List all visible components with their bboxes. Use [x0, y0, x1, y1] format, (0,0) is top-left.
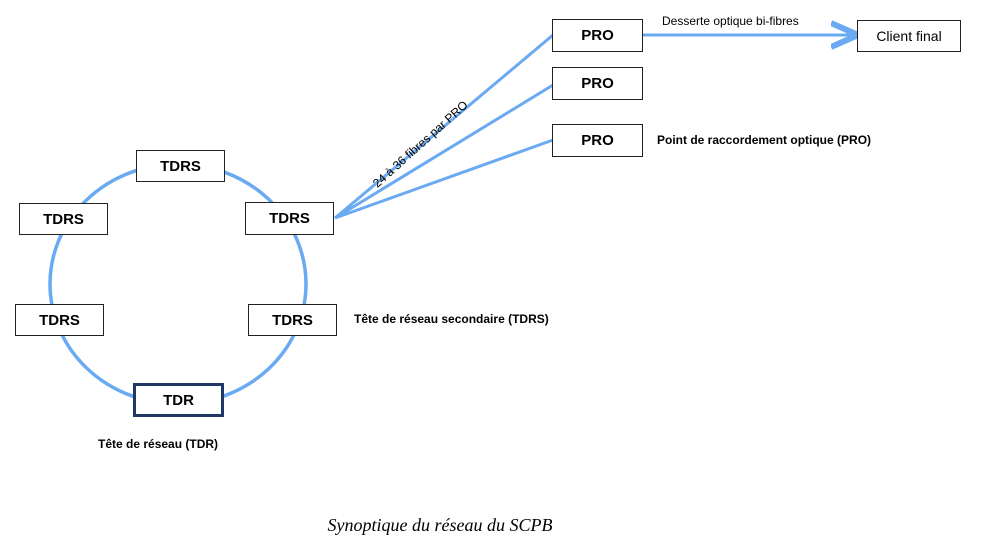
link-tdrs-pro-3 — [334, 138, 554, 220]
node-pro-3: PRO — [552, 124, 643, 157]
ring-link — [48, 162, 308, 406]
figure-caption: Synoptique du réseau du SCPB — [327, 515, 553, 535]
label-tdr-legend: Tête de réseau (TDR) — [98, 437, 219, 451]
label-desserte: Desserte optique bi-fibres — [662, 14, 799, 28]
link-tdrs-pro-2 — [334, 83, 554, 220]
node-pro-2: PRO — [552, 67, 643, 100]
label-pro-legend: Point de raccordement optique (PRO) — [657, 133, 872, 147]
node-tdrs-right-top: TDRS — [245, 202, 334, 235]
node-tdrs-left-bottom: TDRS — [15, 304, 104, 336]
label-tdrs-legend: Tête de réseau secondaire (TDRS) — [354, 312, 549, 326]
node-client-final: Client final — [857, 20, 961, 52]
node-tdrs-top: TDRS — [136, 150, 225, 182]
link-tdrs-pro-1 — [334, 33, 554, 220]
node-tdrs-left-top: TDRS — [19, 203, 108, 235]
node-tdrs-right-bottom: TDRS — [248, 304, 337, 336]
node-tdr: TDR — [133, 383, 224, 417]
node-pro-1: PRO — [552, 19, 643, 52]
